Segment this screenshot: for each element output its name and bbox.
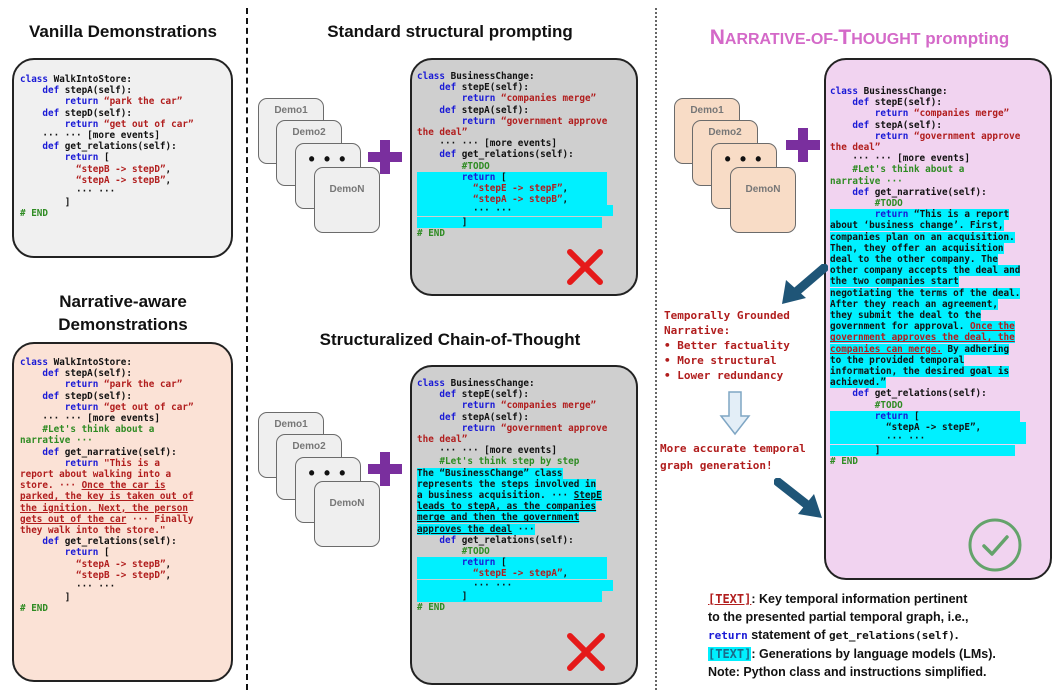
legend: [TEXT]: Key temporal information pertine…: [708, 590, 1058, 681]
legend-tag-red: [TEXT]: [708, 592, 752, 606]
title-not: NARRATIVE-OF-THOUGHT prompting: [660, 26, 1059, 50]
legend-text4: : Generations by language models (LMs).: [751, 647, 996, 661]
legend-line5: Note: Python class and instructions simp…: [708, 665, 987, 679]
demo-card-n: DemoN: [730, 167, 796, 233]
plus-icon: [786, 128, 820, 162]
grounded-line1: Temporally Grounded: [664, 309, 790, 322]
accurate-graph-text: More accurate temporal graph generation!: [660, 440, 830, 474]
title-not-part3: T: [838, 26, 852, 49]
accurate-line2: graph generation!: [660, 459, 773, 472]
grounded-narrative-text: Temporally Grounded Narrative: • Better …: [664, 308, 824, 383]
demo-card-dots-label: • • •: [308, 463, 348, 483]
grounded-line2: Narrative:: [664, 324, 731, 337]
title-narrative-aware: Narrative-aware Demonstrations: [0, 290, 246, 336]
demo-card-2-label: Demo2: [292, 441, 326, 452]
vanilla-code-panel: [12, 58, 233, 258]
title-not-part1: N: [709, 26, 725, 49]
cross-icon-scot: [567, 633, 605, 671]
demo-card-dots-label: • • •: [308, 149, 348, 169]
title-narrative-aware-line2: Demonstrations: [58, 315, 188, 334]
vanilla-code: class WalkIntoStore: def stepA(self): re…: [20, 74, 194, 220]
demo-card-2-label: Demo2: [292, 127, 326, 138]
narrative-aware-code-panel: [12, 342, 233, 682]
title-vanilla: Vanilla Demonstrations: [29, 22, 217, 41]
arrow-down-left-icon: [782, 264, 828, 304]
accurate-line1: More accurate temporal: [660, 442, 806, 455]
title-scot: Structuralized Chain-of-Thought: [319, 330, 581, 349]
check-circle-icon: [968, 518, 1022, 572]
plus-icon: [368, 452, 402, 486]
title-not-part4: HOUGHT: [851, 31, 921, 48]
legend-line4: [TEXT]: Generations by language models (…: [708, 645, 1058, 663]
bullet-redundancy: • Lower redundancy: [664, 369, 784, 382]
divider-left: [246, 8, 248, 690]
title-not-part5: prompting: [920, 29, 1010, 48]
legend-line2: to the presented partial temporal graph,…: [708, 610, 969, 624]
cross-icon-standard: [567, 249, 603, 285]
bullet-structural: • More structural: [664, 354, 777, 367]
legend-text1: : Key temporal information pertinent: [751, 592, 968, 606]
demo-card-n-label: DemoN: [329, 184, 365, 195]
divider-right: [655, 8, 657, 690]
not-code: class BusinessChange: def stepE(self): r…: [830, 86, 1050, 467]
title-not-part2: ARRATIVE-OF-: [724, 31, 839, 48]
title-narrative-aware-line1: Narrative-aware: [59, 292, 187, 311]
demo-card-1-label: Demo1: [274, 419, 308, 430]
demo-card-n: DemoN: [314, 481, 380, 547]
demo-card-2-label: Demo2: [708, 127, 742, 138]
demo-card-1-label: Demo1: [690, 105, 724, 116]
scot-code: class BusinessChange: def stepE(self): r…: [417, 378, 633, 613]
arrow-down-right-icon: [774, 478, 822, 518]
legend-tag-cyan: [TEXT]: [708, 647, 752, 661]
legend-text3-end: .: [954, 628, 959, 642]
legend-return-kw: return: [708, 629, 748, 642]
legend-line3: return statement of get_relations(self).: [708, 626, 1058, 645]
legend-text3: statement of: [747, 628, 830, 642]
plus-icon: [368, 140, 402, 174]
demo-card-n-label: DemoN: [745, 184, 781, 195]
demo-card-n-label: DemoN: [329, 498, 365, 509]
legend-line1: [TEXT]: Key temporal information pertine…: [708, 590, 1058, 608]
legend-code: get_relations(self): [829, 629, 955, 642]
title-standard: Standard structural prompting: [327, 22, 573, 41]
narrative-aware-code: class WalkIntoStore: def stepA(self): re…: [20, 357, 194, 615]
demo-card-n: DemoN: [314, 167, 380, 233]
bullet-factuality: • Better factuality: [664, 339, 790, 352]
demo-card-1-label: Demo1: [274, 105, 308, 116]
standard-code: class BusinessChange: def stepE(self): r…: [417, 71, 633, 239]
arrow-down-hollow-icon: [719, 391, 751, 436]
demo-card-dots-label: • • •: [724, 149, 764, 169]
